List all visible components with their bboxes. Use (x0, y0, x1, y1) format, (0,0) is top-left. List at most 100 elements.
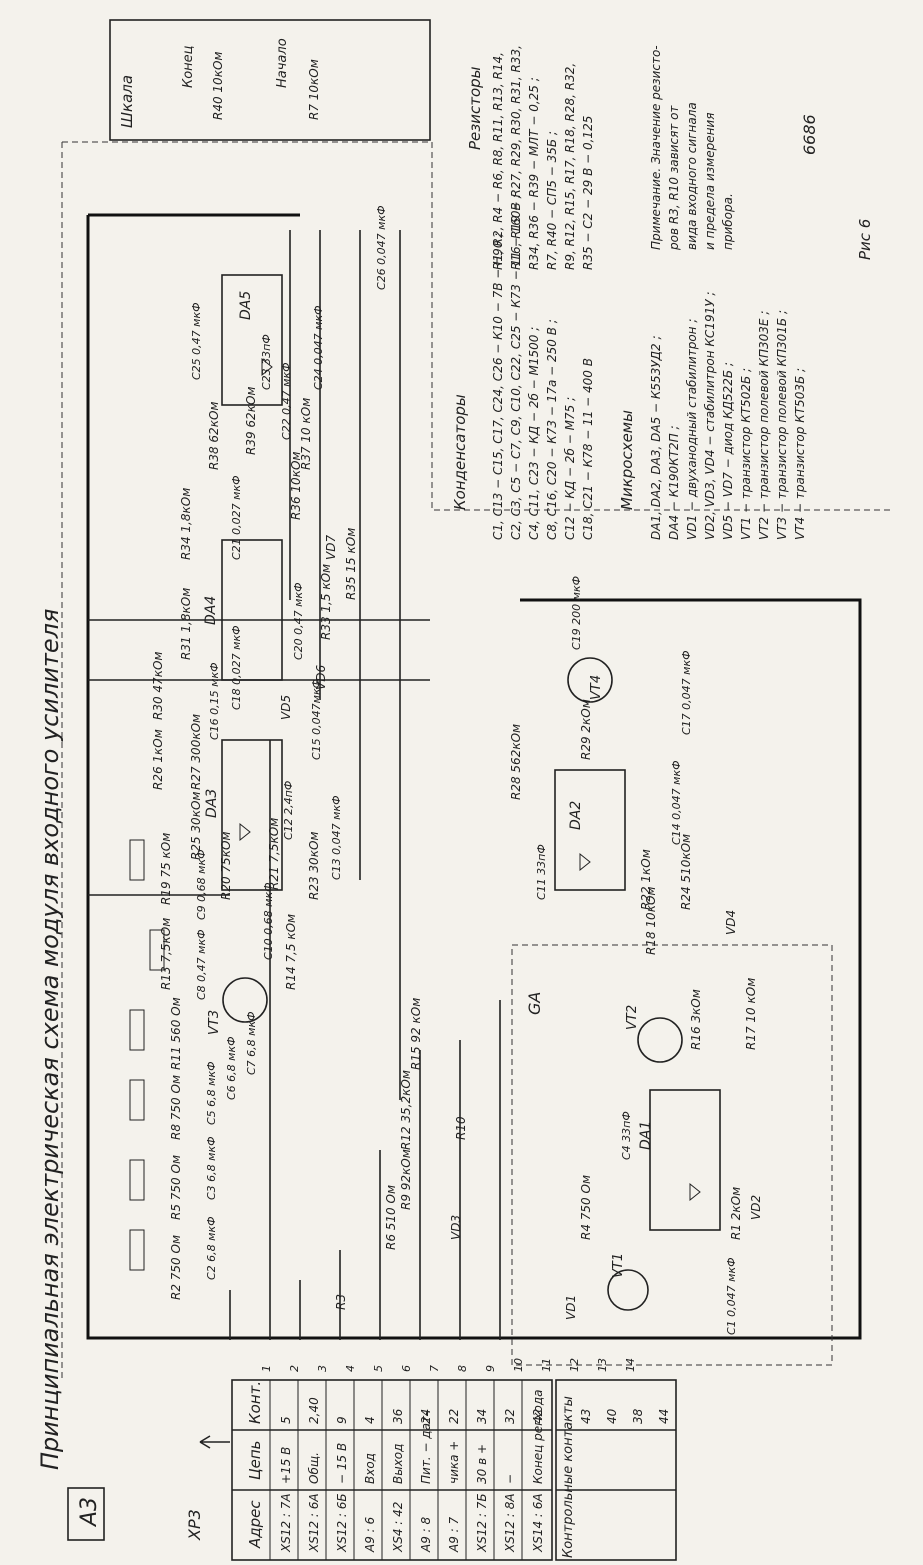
chips-line-1: DA4 − К190КТ2П ; (667, 425, 681, 540)
r33-label: R33 1,5 кОм (319, 564, 333, 640)
chips-line-7: VT3 − транзистор полевой КП301Б ; (775, 310, 789, 540)
r20-label: R20 75кОм (219, 832, 233, 900)
table-cell-cont: 22 (447, 1409, 461, 1424)
r38-label: R38 62кОм (207, 402, 221, 470)
resistor-labels: R2 750 Ом R5 750 Ом R8 750 Ом R11 560 Ом… (129, 387, 758, 1310)
r10-label: R10 (454, 1116, 468, 1140)
r3-label: R3 (334, 1294, 348, 1310)
r25-label: R25 30кОм (189, 792, 203, 860)
row-number: 14 (624, 1358, 637, 1372)
vt2-transistor: VT2 (625, 1005, 683, 1063)
r27-label: R27 300кОм (189, 714, 203, 790)
vt1-label: VT1 (611, 1253, 626, 1278)
da2-chip: DA2 (554, 769, 626, 891)
table-cell-cont: 24 (419, 1409, 433, 1424)
row-number: 2 (288, 1365, 301, 1372)
r1-label: R1 2кОм (729, 1187, 743, 1240)
chips-line-6: VT2 − транзистор полевой КП303Е ; (757, 311, 771, 540)
block-label-box (67, 1487, 105, 1541)
da3-label: DA3 (204, 789, 220, 818)
vt3-transistor: VT3 (207, 977, 268, 1035)
r5-label: R5 750 Ом (169, 1155, 183, 1220)
da5-chip: DA5 (221, 274, 283, 406)
table-cell-addr: XS12 : 7A (279, 1493, 293, 1553)
chips-line-2: VD1 − двуханодный стабилитрон ; (685, 319, 699, 540)
vd3-label: VD3 (449, 1215, 463, 1240)
vt1-transistor: VT1 (607, 1253, 649, 1311)
note-line-1: ров R3, R10 зависят от (667, 105, 681, 251)
scale-end-label: Конец (181, 45, 196, 88)
chips-title: Микросхемы (618, 410, 636, 510)
c16-label: C16 0,15 мкФ (208, 662, 221, 740)
table-header-addr: Адрес (246, 1500, 264, 1549)
c18-label: C18 0,027 мкФ (230, 625, 243, 710)
table-cell-addr: XS14 : 6A (531, 1493, 545, 1553)
r16-label: R16 3кОм (689, 989, 703, 1050)
vd6-label: VD6 (314, 665, 328, 690)
vt2-label: VT2 (625, 1005, 640, 1030)
da5-label: DA5 (238, 291, 254, 320)
vd1-label: VD1 (564, 1295, 578, 1320)
c9-label: C9 0,68 мкФ (195, 849, 208, 920)
table-cell-cont: 32 (503, 1409, 517, 1424)
chips-line-3: VD2, VD3, VD4 − стабилитрон КС191У ; (703, 292, 717, 540)
note-line-0: Примечание. Значение резисто- (649, 45, 663, 250)
block-label: А3 (77, 1497, 102, 1528)
c22-label: C22 0,47 мкФ (280, 362, 293, 440)
table-cell-cont: 4 (363, 1416, 377, 1424)
c20-label: C20 0,47 мкФ (292, 582, 305, 660)
r2-label: R2 750 Ом (169, 1235, 183, 1300)
note-line-2: вида входного сигнала (685, 102, 699, 250)
c21-label: C21 0,027 мкФ (230, 475, 243, 560)
da1-label: DA1 (638, 1121, 654, 1150)
capacitors-line-5: C18, C21 − К78 − 11 − 400 В (581, 358, 595, 540)
r30-label: R30 47кОм (151, 652, 165, 720)
table-cell-net: +15 B (279, 1447, 293, 1484)
table-cell-addr: A9 : 8 (419, 1516, 433, 1553)
r36-label: R36 10кОм (289, 452, 303, 520)
page-number: 6686 (800, 114, 819, 155)
table-cell-cont: 42 (531, 1409, 545, 1424)
scale-start-label: Начало (275, 38, 290, 88)
c8-label: C8 0,47 мкФ (195, 929, 208, 1000)
table-cell-net: − (503, 1474, 517, 1484)
row-number: 1 (260, 1365, 273, 1372)
table-cell-net: Пит. − дат- (419, 1412, 433, 1484)
c24-label: C24 0,047 мкФ (312, 305, 325, 390)
chips-line-4: VD5 − VD7 − диод КД522Б ; (721, 362, 735, 540)
c26-label: C26 0,047 мкФ (375, 205, 388, 290)
table-cell-addr: XS12 : 8A (503, 1493, 517, 1553)
da4-label: DA4 (203, 596, 219, 625)
c12-label: C12 2,4пФ (282, 781, 295, 840)
r12-label: R12 35,2кОм (399, 1070, 413, 1150)
diode-labels: VD1 VD2 VD3 VD4 VD5 VD6 VD7 (279, 535, 763, 1320)
row-number: 4 (344, 1365, 357, 1372)
r28-label: R28 562кОм (509, 724, 523, 800)
c23-label: C23 33пФ (260, 334, 273, 390)
c14-label: C14 0,047 мкФ (670, 760, 683, 845)
c10-label: C10 0,68 мкФ (262, 882, 275, 960)
control-contact-cell: 44 (657, 1409, 671, 1424)
row-number: 5 (372, 1365, 385, 1372)
resistors-title: Резисторы (466, 66, 484, 150)
table-cell-cont: 2,40 (307, 1397, 321, 1424)
control-contact-cell: 43 (579, 1409, 593, 1424)
bus-lines (229, 740, 501, 1340)
main-frame (86, 213, 862, 1340)
ga-label: GA (525, 992, 544, 1015)
table-cell-addr: XS4 : 42 (391, 1502, 405, 1553)
table-cell-cont: 9 (335, 1416, 349, 1424)
table-cell-addr: A9 : 6 (363, 1516, 377, 1553)
r24-label: R24 510кОм (679, 834, 693, 910)
arrow-icon (199, 1435, 230, 1449)
c17-label: C17 0,047 мкФ (680, 650, 693, 735)
r7-label: R7 10кОм (307, 59, 321, 120)
table-cell-addr: XS12 : 6A (307, 1493, 321, 1553)
table-cell-net: Выход (391, 1444, 405, 1484)
r19-label: R19 75 кОм (159, 833, 173, 905)
c4-label: C4 33пФ (620, 1111, 633, 1160)
table-cell-net: 30 в + (475, 1444, 489, 1484)
row-number: 8 (456, 1365, 469, 1372)
table-cell-cont: 36 (391, 1408, 405, 1424)
